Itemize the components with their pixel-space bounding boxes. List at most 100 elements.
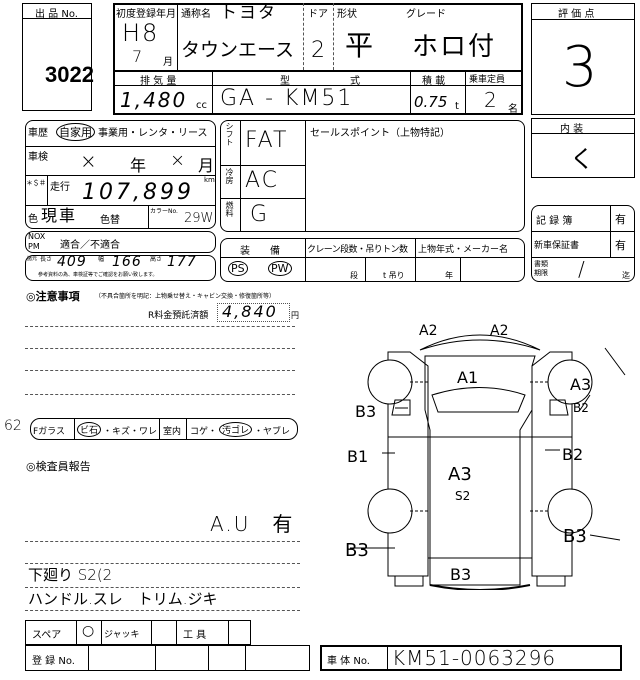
- chassis-label: 車 体 No.: [327, 656, 370, 667]
- body-left: [387, 351, 429, 577]
- capacity-label: 乗車定員: [469, 75, 506, 85]
- mark-b3-rear-left: B3: [345, 540, 369, 561]
- registration-label: 登 録 No.: [32, 656, 75, 667]
- displacement-label: 排 気 量: [140, 76, 177, 87]
- length-label: 長さ: [40, 256, 53, 263]
- cab-bed: [424, 355, 536, 586]
- mark-b2-right: B2: [562, 445, 583, 464]
- glass-damage: ・キズ・ワレ: [103, 427, 158, 437]
- inspector-line-1: A.U 有: [210, 512, 295, 536]
- chassis-number: KM51-0063296: [392, 646, 557, 670]
- recycle-label: R料金預託済額: [148, 311, 209, 321]
- inspector-line-2: 下廻り S2(2: [28, 566, 113, 584]
- nox-label: NOX: [28, 232, 46, 241]
- mark-a3-front: A3: [570, 375, 591, 394]
- inspection-label: 車検: [28, 152, 48, 163]
- ac: AC: [245, 168, 280, 193]
- warranty: 有: [615, 239, 626, 252]
- chassis-box: [320, 645, 622, 671]
- accessories-box: [25, 620, 251, 645]
- recycle-amount: 4,840: [222, 302, 278, 321]
- model-type: GA - KM51: [220, 86, 354, 111]
- front-bumper: [419, 334, 541, 351]
- record-book: 有: [615, 213, 626, 226]
- rear-bumper: [429, 584, 531, 590]
- inspector-line-3: ハンドル.スレ トリム.ジキ: [28, 590, 218, 608]
- mark-s2: S2: [455, 489, 470, 503]
- registration-box: [25, 645, 310, 671]
- equipment-label: 装 備: [240, 246, 280, 257]
- axle-lines: [410, 381, 550, 512]
- reg-label: 初度登録年月: [116, 9, 176, 20]
- wheel-fl: [367, 359, 413, 405]
- equipment-box: [220, 238, 525, 282]
- fuel-label: 燃料: [225, 201, 234, 217]
- km-unit: km: [204, 176, 215, 184]
- month-unit: 月: [163, 57, 173, 68]
- color-change-label: 色替: [100, 215, 120, 226]
- inspector-title: ◎検査員報告: [26, 460, 91, 473]
- history-label: 車歴: [28, 128, 48, 139]
- cc-unit: cc: [196, 100, 207, 111]
- interior-label-2: 室内: [163, 427, 182, 437]
- mark-b3-front-left: B3: [355, 402, 376, 421]
- ton-unit: t 吊り: [383, 271, 405, 280]
- doors: 2: [311, 38, 327, 63]
- year-unit-3: 年: [445, 271, 453, 280]
- history-options: 事業用・レンタ・リース: [98, 128, 208, 139]
- tools-label: 工 具: [183, 630, 207, 641]
- shape: 平: [345, 29, 376, 62]
- score-value: 3: [562, 35, 600, 100]
- reg-year: H8: [122, 19, 160, 47]
- yen-unit: 円: [291, 311, 299, 320]
- maker: トヨタ: [220, 3, 277, 23]
- width-label: 幅: [98, 256, 105, 263]
- mileage-prefix: ＊＄＃: [26, 179, 46, 187]
- jack-label: ジャッキ: [104, 630, 140, 640]
- fuel: G: [250, 202, 270, 227]
- wheel-rl: [367, 488, 413, 534]
- color-label: 色: [28, 214, 38, 225]
- glass-note: 62: [4, 418, 22, 434]
- mark-a2-right: A2: [490, 323, 508, 339]
- notes-title: ◎注意事項: [26, 290, 80, 303]
- inspection-month: ×: [170, 150, 188, 171]
- windshield: [431, 387, 526, 413]
- interior-burn: コゲ・: [190, 427, 218, 437]
- score-box: [531, 3, 635, 115]
- load-label: 積 載: [422, 76, 446, 87]
- lot-box: [22, 3, 92, 111]
- rear-step-right: [536, 575, 566, 587]
- load: 0.75: [414, 93, 448, 111]
- mark-b2-front: B2: [573, 401, 589, 415]
- body-label: 上物年式・メーカー名: [418, 245, 509, 255]
- interior-box: [531, 118, 635, 178]
- length: 409: [57, 254, 87, 270]
- equip-ps: PS: [228, 261, 248, 276]
- rear-step-left: [394, 575, 424, 587]
- capacity-unit: 名: [508, 104, 518, 115]
- width: 166: [112, 254, 142, 270]
- color-no: 29W: [184, 211, 214, 226]
- body-lines: [388, 436, 572, 559]
- door-label: ドア: [308, 9, 328, 20]
- vehicle-box: [113, 3, 523, 115]
- grade-label: グレード: [406, 9, 446, 20]
- specs-box: [220, 120, 525, 232]
- mark-a2-left: A2: [419, 323, 437, 339]
- pm-label: PM: [28, 242, 40, 251]
- color-no-label: カラーNo.: [150, 208, 178, 215]
- height-label: 高さ: [150, 256, 163, 263]
- vehicle-damage-diagram: A2 A2 A1 A3 B2 B3 B1 B2 A3 S2 B3 B3 B3: [345, 323, 626, 590]
- spare-label: スペア: [32, 630, 62, 641]
- dimensions-box: [25, 255, 216, 281]
- lot-label: 出 品 No.: [35, 9, 78, 20]
- crane-label: クレーン段数・吊りトン数: [307, 245, 408, 255]
- shift: FAT: [245, 128, 289, 153]
- displacement: 1,480: [120, 88, 188, 112]
- mileage-label: 走行: [50, 182, 70, 193]
- mark-a1: A1: [457, 368, 478, 387]
- shape-label: 形状: [337, 9, 357, 20]
- dims-label: 諸元: [27, 256, 38, 262]
- side-windows: [391, 399, 569, 416]
